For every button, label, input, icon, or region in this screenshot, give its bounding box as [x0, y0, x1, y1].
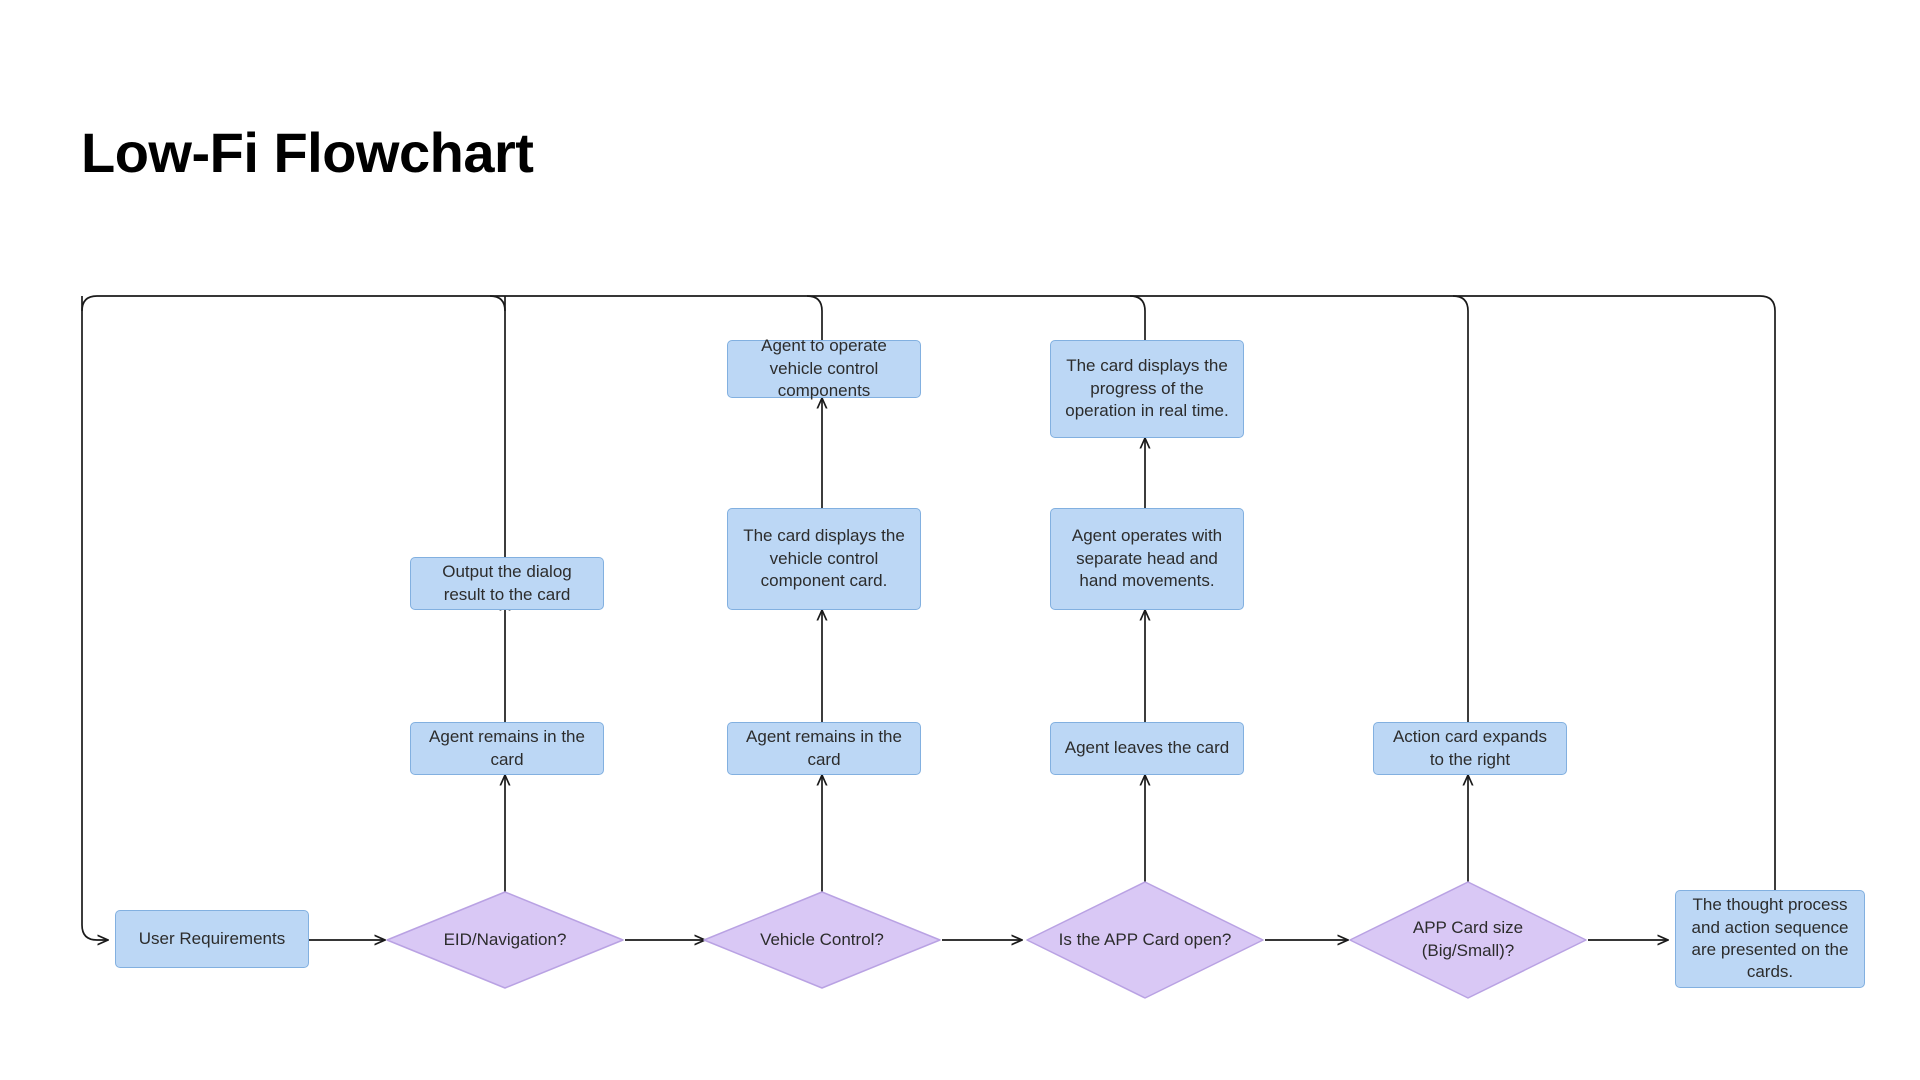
node-label: Agent remains in the card: [746, 727, 902, 769]
diamond-shape: [386, 891, 624, 989]
node-user-requirements[interactable]: User Requirements: [115, 910, 309, 968]
node-agent-remains-1[interactable]: Agent remains in the card: [410, 722, 604, 775]
node-label: The card displays the progress of the op…: [1065, 356, 1229, 421]
node-label: Action card expands to the right: [1392, 727, 1548, 769]
node-thought-process[interactable]: The thought process and action sequence …: [1675, 890, 1865, 988]
rail-branch-col3-corner: [1129, 295, 1146, 312]
node-label: Agent remains in the card: [429, 727, 585, 769]
rail-branch-col2-corner: [806, 295, 823, 312]
rail-branch-col1-corner: [489, 295, 506, 312]
decision-app-card-size[interactable]: APP Card size (Big/Small)?: [1348, 880, 1588, 1000]
node-label: Agent to operate vehicle control compone…: [761, 336, 887, 401]
decision-label: APP Card size (Big/Small)?: [1412, 918, 1524, 960]
diamond-shape: [703, 891, 941, 989]
rail-branch-col4-corner: [1452, 295, 1469, 312]
node-label: User Requirements: [138, 928, 286, 948]
node-label: Output the dialog result to the card: [442, 562, 572, 604]
node-label: Agent operates with separate head and ha…: [1071, 526, 1223, 591]
diamond-shape: [1349, 881, 1587, 999]
node-label: The thought process and action sequence …: [1691, 895, 1849, 982]
decision-label: Vehicle Control?: [760, 929, 884, 949]
node-agent-operate-vehicle-components[interactable]: Agent to operate vehicle control compone…: [727, 336, 921, 400]
node-action-card-expands[interactable]: Action card expands to the right: [1373, 722, 1567, 775]
node-label: Agent leaves the card: [1064, 738, 1230, 758]
page-title: Low-Fi Flowchart: [81, 121, 534, 184]
node-card-displays-progress[interactable]: The card displays the progress of the op…: [1050, 340, 1244, 438]
node-agent-operates-head-hand[interactable]: Agent operates with separate head and ha…: [1050, 508, 1244, 610]
decision-label: EID/Navigation?: [443, 929, 567, 949]
node-agent-leaves-card[interactable]: Agent leaves the card: [1050, 722, 1244, 775]
node-card-displays-vehicle-control[interactable]: The card displays the vehicle control co…: [727, 508, 921, 610]
node-output-dialog-result[interactable]: Output the dialog result to the card: [410, 557, 604, 610]
node-agent-remains-2[interactable]: Agent remains in the card: [727, 722, 921, 775]
decision-vehicle-control[interactable]: Vehicle Control?: [702, 890, 942, 990]
rail-left-entry: [81, 296, 108, 940]
node-label: The card displays the vehicle control co…: [743, 526, 905, 591]
decision-label: Is the APP Card open?: [1058, 929, 1232, 949]
decision-eid-navigation[interactable]: EID/Navigation?: [385, 890, 625, 990]
rail-corner-left: [81, 295, 98, 312]
decision-app-card-open[interactable]: Is the APP Card open?: [1025, 880, 1265, 1000]
diamond-shape: [1026, 881, 1264, 999]
rail-right-drop: [1759, 295, 1776, 890]
